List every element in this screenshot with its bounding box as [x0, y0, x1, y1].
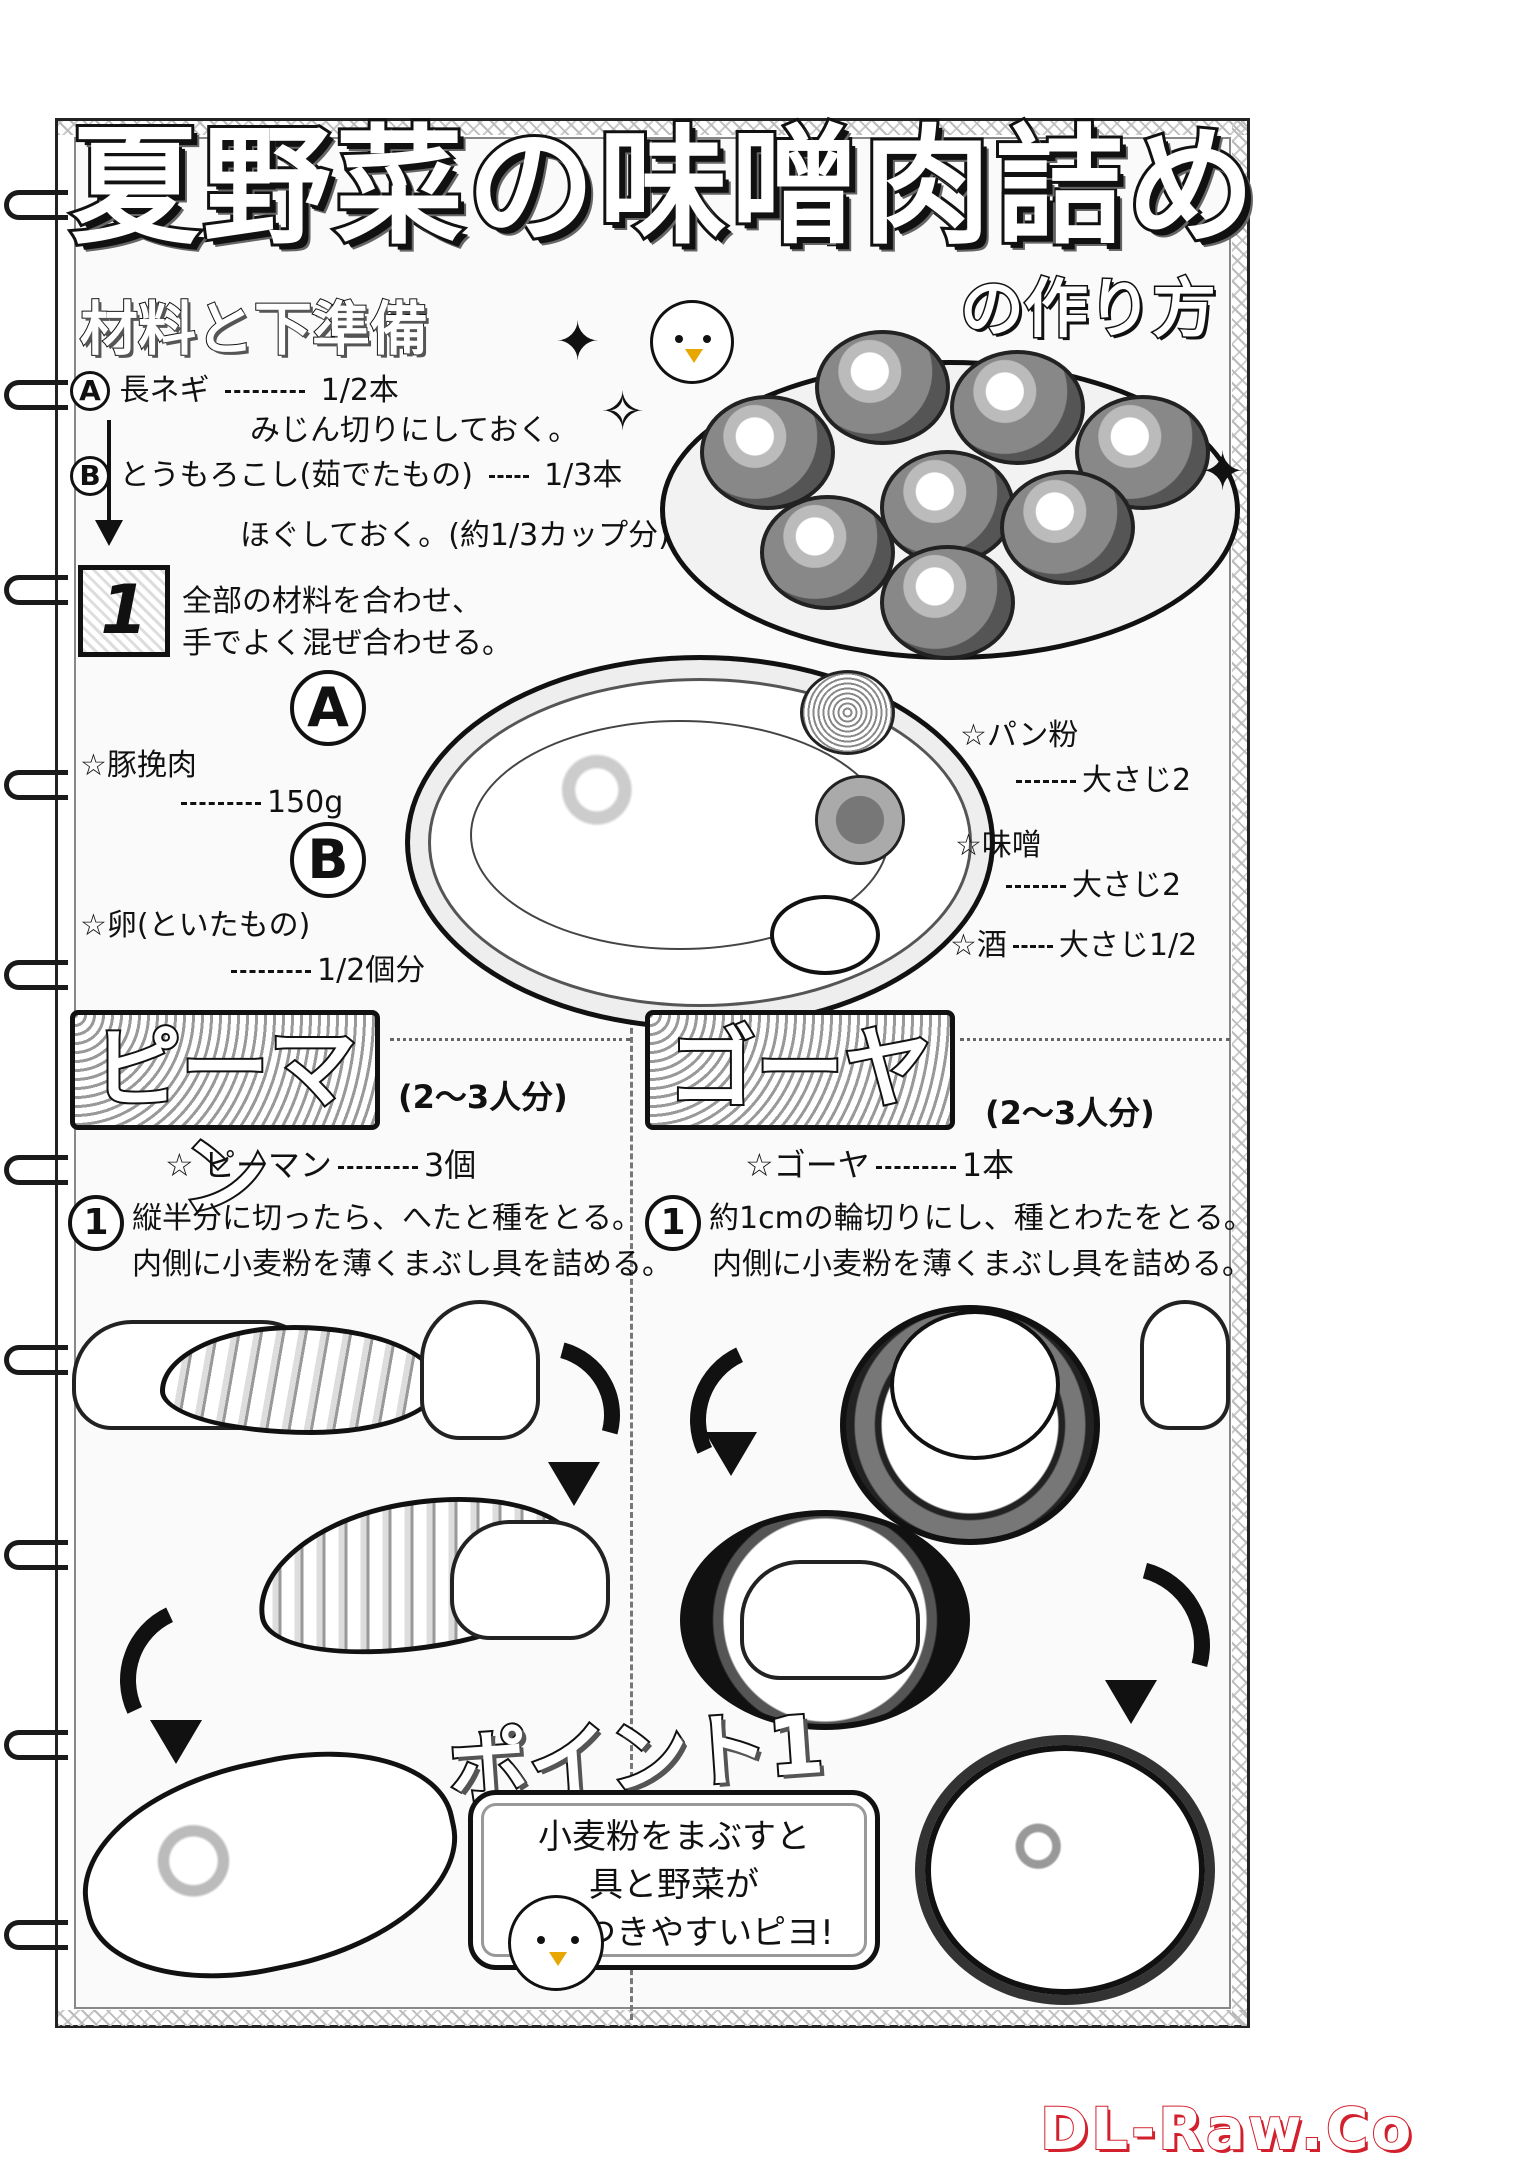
title-banner: 夏野菜の味噌肉詰め [68, 50, 1258, 300]
leader-line [488, 475, 529, 478]
spoon [890, 1310, 1060, 1460]
page-border-top [58, 121, 1247, 135]
page-border-right [1232, 121, 1247, 2026]
step1-line1: 全部の材料を合わせ、 [182, 584, 482, 619]
sparkle-icon: ✦ [555, 310, 601, 373]
binder-ring [4, 770, 68, 800]
ingredient-b-name: とうもろこし(茹でたもの) [119, 458, 473, 493]
goya-item-name: ☆ゴーヤ [745, 1146, 870, 1184]
mix-label-b-icon: B [290, 822, 366, 898]
stuffed-vegetable [815, 330, 950, 445]
piman-serves: (2〜3人分) [398, 1078, 568, 1116]
label-a-icon: A [70, 371, 110, 411]
sake-spoon [770, 895, 880, 975]
binder-ring [4, 1730, 68, 1760]
goya-step-number: 1 [645, 1195, 701, 1251]
label-b-icon: B [70, 456, 110, 496]
piman-step-number: 1 [68, 1195, 124, 1251]
tip-line2: 具と野菜が [589, 1865, 759, 1905]
stuffed-vegetable [950, 350, 1085, 465]
ingredient-a: A 長ネギ 1/2本 [70, 365, 399, 411]
binder-ring [4, 1540, 68, 1570]
miso-label: ☆味噌 [955, 828, 1042, 863]
binder-ring [4, 380, 68, 410]
piman-step-line2: 内側に小麦粉を薄くまぶし具を詰める。 [132, 1247, 672, 1282]
hand [1140, 1300, 1230, 1430]
leader-line [225, 390, 306, 393]
chick-mascot [650, 300, 734, 384]
piman-step-line1: 縦半分に切ったら、へたと種をとる。 [132, 1201, 642, 1236]
stuffed-vegetable [1000, 470, 1135, 585]
hand [740, 1560, 920, 1680]
panko-label: ☆パン粉 [960, 718, 1079, 753]
panko-amount: 大さじ2 [1010, 755, 1191, 799]
binder-ring [4, 1155, 68, 1185]
page-title: 夏野菜の味噌肉詰め [68, 110, 1260, 265]
goya-step-line2: 内側に小麦粉を薄くまぶし具を詰める。 [712, 1247, 1252, 1282]
hand [450, 1520, 610, 1640]
ingredient-b-note: ほぐしておく。(約1/3カップ分) [240, 518, 670, 553]
miso-amount: 大さじ2 [1000, 860, 1181, 904]
ingredient-a-amount: 1/2本 [320, 373, 399, 408]
piman-section-title: ピーマン [70, 1010, 380, 1230]
page-subtitle: の作り方 [959, 272, 1218, 349]
page-border-bottom [58, 2010, 1247, 2026]
flow-line [107, 420, 111, 520]
ingredient-b-amount: 1/3本 [544, 458, 623, 493]
piman-item-amount: 3個 [423, 1146, 477, 1184]
sparkle-icon: ✧ [600, 380, 646, 443]
egg-label: ☆卵(といたもの) [80, 908, 311, 943]
step1-line2: 手でよく混ぜ合わせる。 [182, 626, 512, 661]
watermark: DL-Raw.Co [1039, 2094, 1415, 2160]
tip-line1: 小麦粉をまぶすと [538, 1817, 810, 1857]
stuffed-vegetable [700, 395, 835, 510]
arrow-head-icon [705, 1432, 757, 1476]
sake-label: ☆酒大さじ1/2 [950, 928, 1198, 963]
ingredient-b: B とうもろこし(茹でたもの) 1/3本 [70, 450, 622, 496]
goya-serves: (2〜3人分) [985, 1094, 1155, 1132]
piman-item-name: ☆ ピーマン [165, 1146, 332, 1184]
pork-label: ☆豚挽肉 [80, 748, 197, 783]
goya-item-amount: 1本 [961, 1146, 1015, 1184]
hand [420, 1300, 540, 1440]
ingredient-a-name: 長ネギ [119, 373, 210, 408]
piman-ingredient: ☆ ピーマン 3個 [165, 1140, 476, 1186]
halved-pepper [160, 1325, 440, 1435]
mix-label-a-icon: A [290, 670, 366, 746]
arrow-head-icon [1105, 1680, 1157, 1724]
column-divider [630, 1010, 633, 2020]
arrow-down-icon [95, 520, 123, 546]
stuffed-vegetable [760, 495, 895, 610]
binder-ring [4, 575, 68, 605]
goya-section-title: ゴーヤ [645, 1010, 955, 1130]
miso-scoop [815, 775, 905, 865]
wavy-rule [390, 1038, 630, 1048]
panko-scoop [800, 670, 895, 755]
binder-ring [4, 190, 68, 220]
goya-step-line1: 約1cmの輪切りにし、種とわたをとる。 [709, 1201, 1254, 1236]
step-number-box: 1 [78, 565, 170, 657]
wavy-rule [960, 1038, 1230, 1048]
sparkle-icon: ✦ [1200, 440, 1246, 503]
stuffed-vegetable [880, 545, 1015, 660]
goya-ingredient: ☆ゴーヤ 1本 [745, 1140, 1014, 1186]
arrow-head-icon [150, 1720, 202, 1764]
egg-amount: 1/2個分 [225, 945, 425, 989]
chick-mascot [508, 1895, 604, 1991]
binder-ring [4, 960, 68, 990]
pork-amount: 150g [175, 785, 343, 820]
binder-ring [4, 1920, 68, 1950]
ingredient-a-note: みじん切りにしておく。 [250, 413, 579, 448]
binder-ring [4, 1345, 68, 1375]
arrow-head-icon [548, 1462, 600, 1506]
ingredients-heading: 材料と下準備 [79, 294, 429, 364]
stuffed-goya [925, 1745, 1205, 1995]
